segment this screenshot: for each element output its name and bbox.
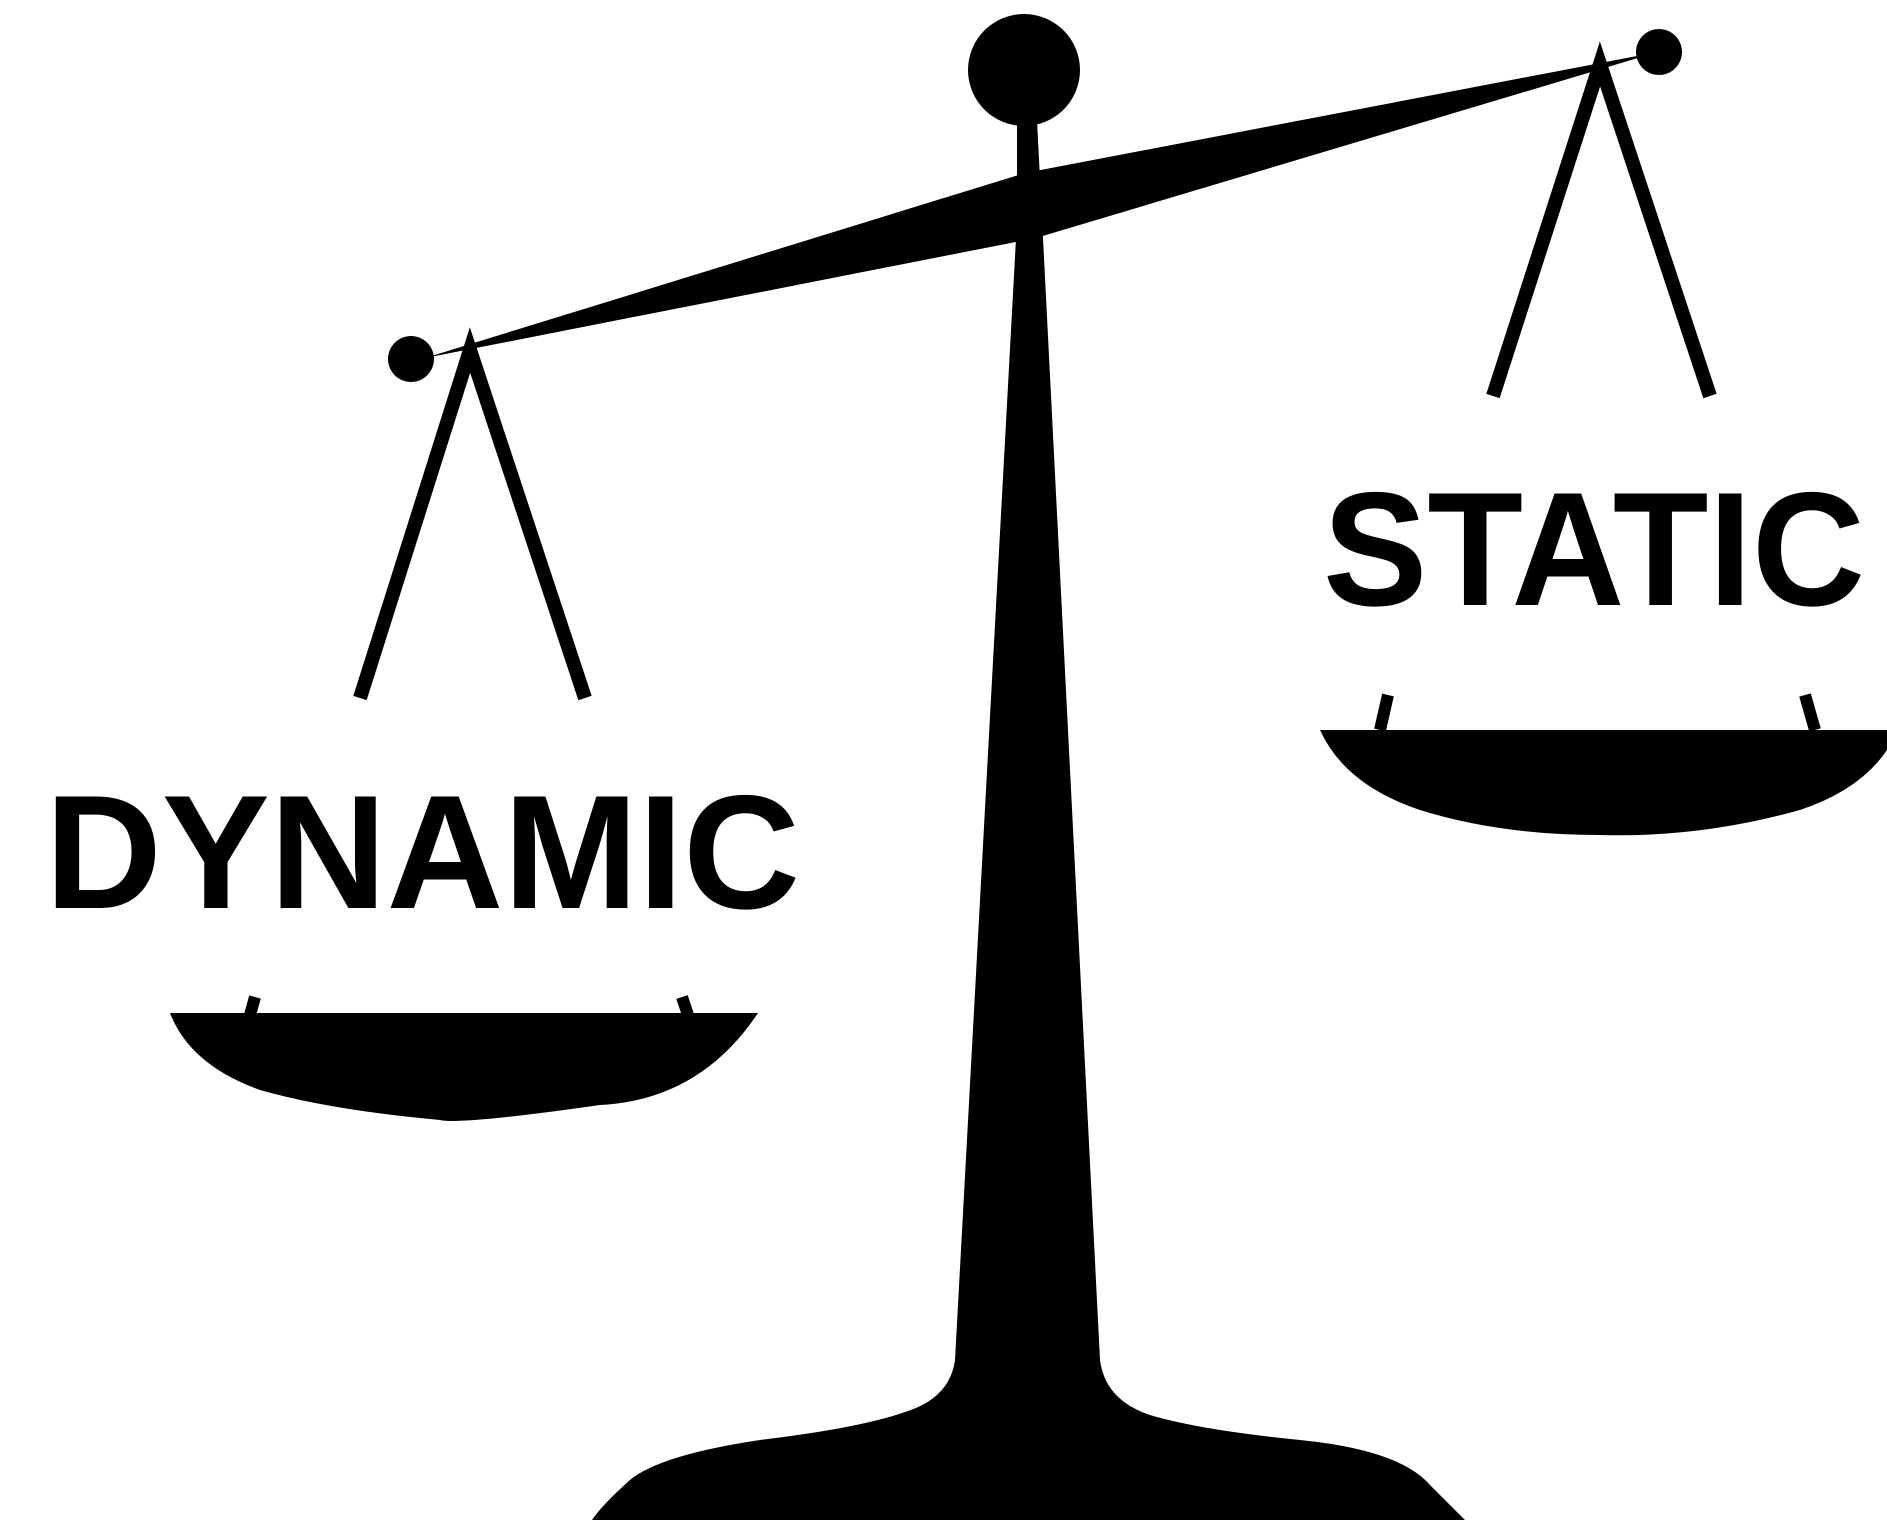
scale-top-knob [968, 14, 1080, 126]
beam-left-end [388, 336, 434, 382]
left-pan: DYNAMIC [45, 350, 800, 1121]
right-pan-label: STATIC [1323, 459, 1865, 640]
beam-right-end [1636, 29, 1682, 75]
left-pan-strut-right [682, 997, 688, 1015]
right-pan-strut-right [1805, 695, 1815, 730]
right-pan-bowl [1320, 730, 1887, 835]
right-pan-strut-left [1380, 695, 1388, 730]
left-pan-hanger [360, 350, 585, 698]
left-pan-strut-left [250, 997, 255, 1015]
right-pan-hanger [1493, 64, 1710, 396]
left-pan-label: DYNAMIC [45, 762, 800, 943]
right-pan: STATIC [1320, 64, 1887, 835]
left-pan-bowl [170, 1013, 758, 1121]
